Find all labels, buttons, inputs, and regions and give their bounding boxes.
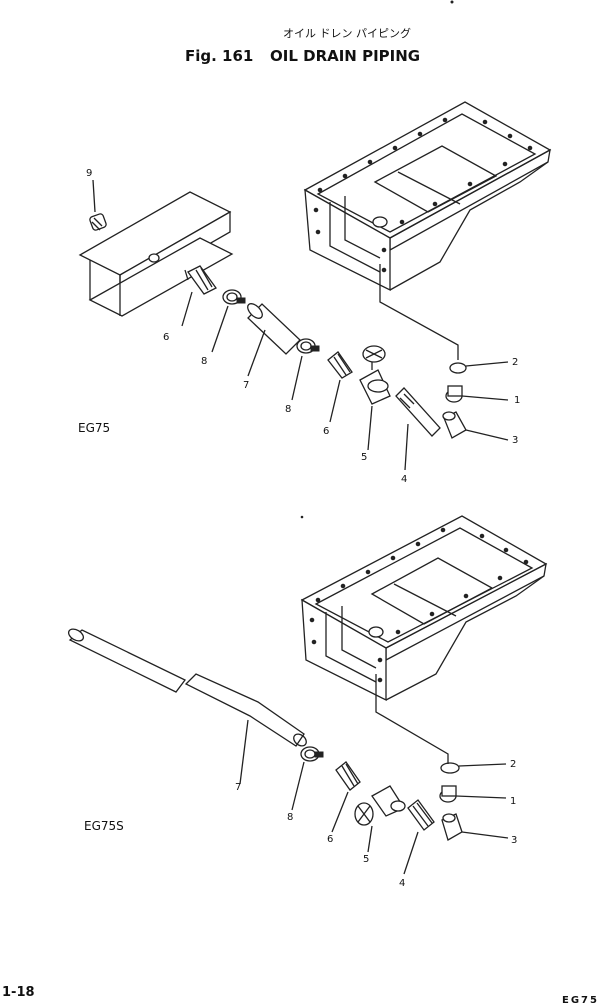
leader-pan-to-oring-bottom <box>375 702 449 764</box>
eg75-assembly <box>78 101 552 471</box>
part-2-oring <box>449 361 509 374</box>
part-7-hose-upper <box>247 303 301 377</box>
part-8-clamp-lower <box>291 338 320 401</box>
callout-6: 6 <box>163 332 169 343</box>
part-3-elbow <box>441 813 509 841</box>
callout-2: 2 <box>512 357 518 368</box>
page-number: 1-18 <box>2 985 35 1000</box>
part-8-clamp <box>291 746 324 811</box>
oil-pan-bottom <box>300 515 548 702</box>
pan-bolt-holes <box>313 117 533 273</box>
callout-4: 4 <box>401 474 407 485</box>
part-5-drain-valve <box>354 785 406 853</box>
callout-9: 9 <box>86 168 92 179</box>
part-6-nipple <box>331 761 361 833</box>
pan-bolt-holes <box>309 527 529 683</box>
part-5-drain-valve <box>359 345 391 451</box>
part-6-nipple-upper <box>181 265 217 327</box>
oil-pan-top <box>303 101 552 294</box>
part-2-oring <box>440 762 507 774</box>
callout-1: 1 <box>514 395 520 406</box>
part-7-hose-long <box>67 628 307 785</box>
callout-6: 6 <box>327 834 333 845</box>
part-9-plug <box>89 179 107 231</box>
leader-pan-to-oring-top <box>379 294 459 360</box>
part-4-pipe <box>403 799 435 875</box>
callout-8: 8 <box>287 812 293 823</box>
model-label-eg75s: EG75S <box>84 819 124 833</box>
part-3-elbow <box>442 411 509 441</box>
callout-4: 4 <box>399 878 405 889</box>
model-label-eg75: EG75 <box>78 421 110 435</box>
part-1-adapter <box>439 785 507 803</box>
part-6-nipple-lower <box>327 351 353 423</box>
callout-1: 1 <box>510 796 516 807</box>
callout-5: 5 <box>363 854 369 865</box>
part-1-adapter <box>445 385 509 403</box>
callout-8: 8 <box>285 404 291 415</box>
callout-5: 5 <box>361 452 367 463</box>
callout-6: 6 <box>323 426 329 437</box>
callout-7: 7 <box>243 380 249 391</box>
document-code: EG75 <box>562 995 599 1005</box>
figure-number: Fig. 161 <box>185 47 253 65</box>
callout-8: 8 <box>201 356 207 367</box>
callout-3: 3 <box>512 435 518 446</box>
callout-3: 3 <box>511 835 517 846</box>
eg75s-assembly <box>67 515 548 875</box>
part-8-clamp-upper <box>211 289 246 353</box>
frame-beam <box>78 191 234 317</box>
callout-7: 7 <box>235 782 241 793</box>
japanese-subtitle: オイル ドレン パイピング <box>283 26 411 40</box>
part-4-pipe <box>395 387 441 471</box>
callout-2: 2 <box>510 759 516 770</box>
figure-title: OIL DRAIN PIPING <box>270 47 420 65</box>
